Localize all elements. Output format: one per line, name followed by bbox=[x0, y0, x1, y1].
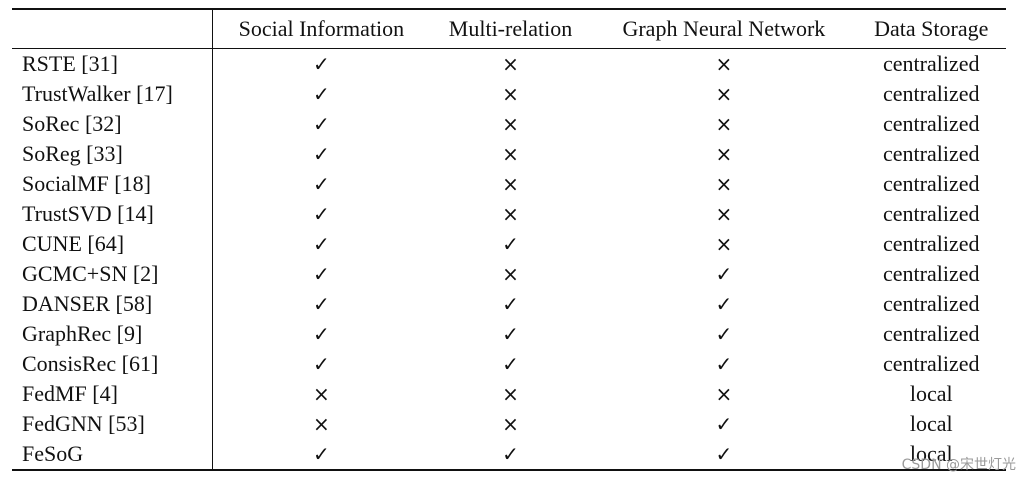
multi-relation-cell: × bbox=[502, 172, 519, 196]
method-cell: FedMF [4] bbox=[12, 379, 213, 409]
data-storage-cell: centralized bbox=[883, 201, 980, 226]
method-cell: SoRec [32] bbox=[12, 109, 213, 139]
method-cell: FeSoG bbox=[12, 439, 213, 470]
header-social-information: Social Information bbox=[238, 16, 405, 41]
table-row: SocialMF [18] ✓ × × centralized bbox=[12, 169, 1006, 199]
graph-neural-network-cell: × bbox=[715, 142, 733, 166]
watermark: CSDN @宋世灯光 bbox=[901, 457, 1016, 473]
data-storage-cell: centralized bbox=[883, 171, 980, 196]
multi-relation-cell: ✓ bbox=[502, 322, 519, 346]
data-storage-cell: centralized bbox=[883, 111, 980, 136]
table-row: SoRec [32] ✓ × × centralized bbox=[12, 109, 1006, 139]
social-information-cell: ✓ bbox=[313, 262, 330, 286]
data-storage-cell: centralized bbox=[883, 141, 980, 166]
table-header: Social Information Multi-relation Graph … bbox=[12, 9, 1006, 49]
multi-relation-cell: × bbox=[502, 52, 519, 76]
graph-neural-network-cell: ✓ bbox=[715, 262, 733, 286]
graph-neural-network-cell: × bbox=[715, 172, 733, 196]
graph-neural-network-cell: ✓ bbox=[715, 292, 733, 316]
table-row: RSTE [31] ✓ × × centralized bbox=[12, 48, 1006, 79]
data-storage-cell: local bbox=[909, 441, 953, 466]
data-storage-cell: centralized bbox=[883, 81, 980, 106]
header-row: Social Information Multi-relation Graph … bbox=[12, 9, 1006, 49]
social-information-cell: ✓ bbox=[313, 232, 330, 256]
method-cell: TrustSVD [14] bbox=[12, 199, 213, 229]
graph-neural-network-cell: ✓ bbox=[715, 412, 733, 436]
graph-neural-network-cell: ✓ bbox=[715, 322, 733, 346]
data-storage-cell: centralized bbox=[883, 261, 980, 286]
method-cell: SocialMF [18] bbox=[12, 169, 213, 199]
social-information-cell: × bbox=[313, 382, 330, 406]
data-storage-cell: centralized bbox=[883, 351, 980, 376]
data-storage-cell: local bbox=[909, 411, 953, 436]
social-information-cell: ✓ bbox=[313, 142, 330, 166]
multi-relation-cell: ✓ bbox=[502, 442, 519, 466]
multi-relation-cell: ✓ bbox=[502, 352, 519, 376]
graph-neural-network-cell: × bbox=[715, 52, 733, 76]
table-row: TrustSVD [14] ✓ × × centralized bbox=[12, 199, 1006, 229]
multi-relation-cell: × bbox=[502, 202, 519, 226]
table-row: FedMF [4] × × × local bbox=[12, 379, 1006, 409]
method-cell: GraphRec [9] bbox=[12, 319, 213, 349]
social-information-cell: × bbox=[313, 412, 330, 436]
table-row: GCMC+SN [2] ✓ × ✓ centralized bbox=[12, 259, 1006, 289]
social-information-cell: ✓ bbox=[313, 292, 330, 316]
graph-neural-network-cell: × bbox=[715, 382, 733, 406]
table-row: DANSER [58] ✓ ✓ ✓ centralized bbox=[12, 289, 1006, 319]
method-cell: ConsisRec [61] bbox=[12, 349, 213, 379]
social-information-cell: ✓ bbox=[313, 82, 330, 106]
social-information-cell: ✓ bbox=[313, 172, 330, 196]
multi-relation-cell: × bbox=[502, 142, 519, 166]
data-storage-cell: centralized bbox=[883, 321, 980, 346]
table-row: CUNE [64] ✓ ✓ × centralized bbox=[12, 229, 1006, 259]
table-row: ConsisRec [61] ✓ ✓ ✓ centralized bbox=[12, 349, 1006, 379]
social-information-cell: ✓ bbox=[313, 112, 330, 136]
multi-relation-cell: × bbox=[502, 262, 519, 286]
social-information-cell: ✓ bbox=[313, 322, 330, 346]
multi-relation-cell: ✓ bbox=[502, 292, 519, 316]
multi-relation-cell: × bbox=[502, 382, 519, 406]
method-cell: GCMC+SN [2] bbox=[12, 259, 213, 289]
method-cell: RSTE [31] bbox=[12, 48, 213, 79]
data-storage-cell: centralized bbox=[883, 51, 980, 76]
social-information-cell: ✓ bbox=[313, 202, 330, 226]
graph-neural-network-cell: ✓ bbox=[715, 442, 733, 466]
graph-neural-network-cell: ✓ bbox=[715, 352, 733, 376]
header-method bbox=[12, 9, 213, 49]
social-information-cell: ✓ bbox=[313, 352, 330, 376]
graph-neural-network-cell: × bbox=[715, 232, 733, 256]
multi-relation-cell: × bbox=[502, 82, 519, 106]
data-storage-cell: centralized bbox=[883, 291, 980, 316]
header-data-storage: Data Storage bbox=[874, 16, 989, 41]
data-storage-cell: centralized bbox=[883, 231, 980, 256]
multi-relation-cell: ✓ bbox=[502, 232, 519, 256]
comparison-table-container: Social Information Multi-relation Graph … bbox=[12, 8, 1006, 471]
method-cell: CUNE [64] bbox=[12, 229, 213, 259]
method-cell: FedGNN [53] bbox=[12, 409, 213, 439]
header-graph-neural-network: Graph Neural Network bbox=[622, 16, 826, 41]
method-cell: SoReg [33] bbox=[12, 139, 213, 169]
method-cell: TrustWalker [17] bbox=[12, 79, 213, 109]
social-information-cell: ✓ bbox=[313, 442, 330, 466]
multi-relation-cell: × bbox=[502, 412, 519, 436]
graph-neural-network-cell: × bbox=[715, 82, 733, 106]
method-cell: DANSER [58] bbox=[12, 289, 213, 319]
graph-neural-network-cell: × bbox=[715, 112, 733, 136]
multi-relation-cell: × bbox=[502, 112, 519, 136]
comparison-table: Social Information Multi-relation Graph … bbox=[12, 8, 1006, 471]
graph-neural-network-cell: × bbox=[715, 202, 733, 226]
table-row: TrustWalker [17] ✓ × × centralized bbox=[12, 79, 1006, 109]
table-row: FeSoG ✓ ✓ ✓ local bbox=[12, 439, 1006, 470]
data-storage-cell: local bbox=[909, 381, 953, 406]
header-multi-relation: Multi-relation bbox=[448, 16, 573, 41]
table-row: SoReg [33] ✓ × × centralized bbox=[12, 139, 1006, 169]
table-row: GraphRec [9] ✓ ✓ ✓ centralized bbox=[12, 319, 1006, 349]
table-row: FedGNN [53] × × ✓ local bbox=[12, 409, 1006, 439]
social-information-cell: ✓ bbox=[313, 52, 330, 76]
